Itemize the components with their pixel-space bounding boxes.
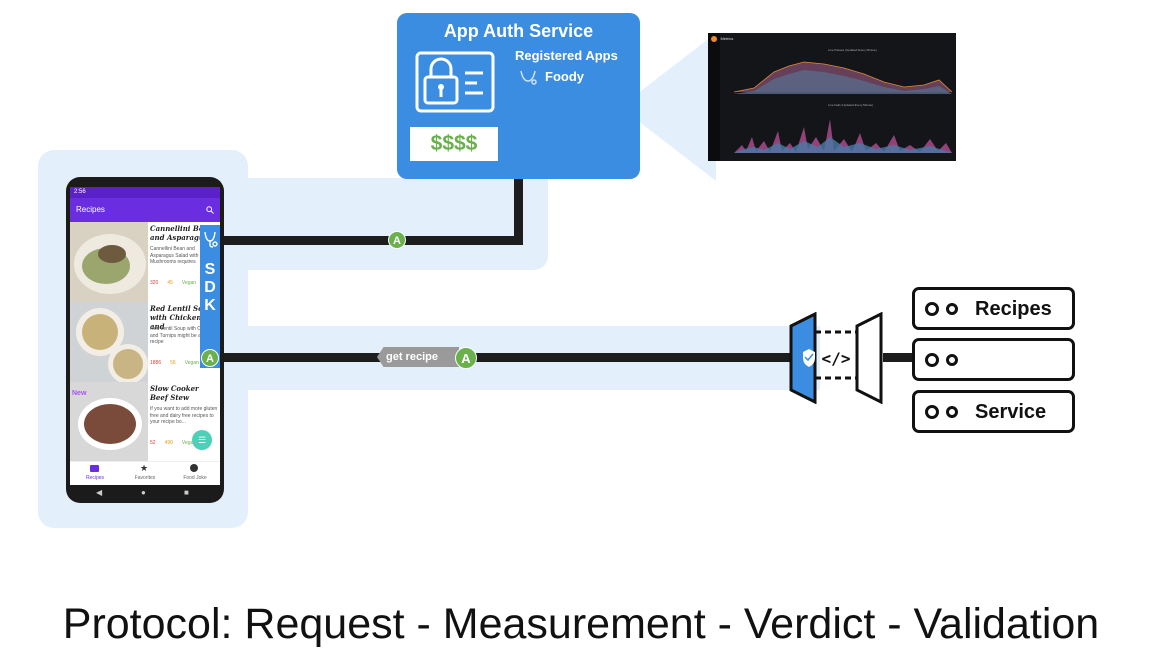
registered-app-item: Foody (545, 69, 584, 84)
price-label: $$$$ (410, 127, 498, 161)
recipe-description: Red Lentil Soup with Chicken and Turnips… (150, 326, 216, 345)
recipe-title: Slow Cooker Beef Stew (150, 384, 199, 402)
recipe-image (70, 222, 148, 302)
metrics-area-chart (734, 61, 952, 94)
home-icon[interactable]: ● (141, 488, 146, 497)
server-led-icon (946, 354, 958, 366)
metrics-title: Live Metrics (712, 36, 734, 41)
request-label: get recipe (377, 347, 459, 367)
metrics-spike-chart (734, 119, 952, 153)
auth-wire-horizontal (220, 236, 523, 245)
recipe-card[interactable]: Cannellini Bean and Asparagus Cannellini… (70, 222, 220, 303)
server-label: Service (975, 401, 1047, 423)
time-count: 56 (170, 360, 176, 366)
recipe-description: If you want to add more gluten free and … (150, 406, 218, 425)
diet-tag: Vegan (184, 360, 199, 366)
diet-tag: Vegan (181, 280, 197, 286)
auth-connector-zone (230, 178, 548, 270)
attestation-badge: A (455, 347, 477, 369)
joke-nav-icon[interactable] (190, 464, 198, 472)
recipe-description: Cannellini Bean and Asparagus Salad with… (150, 246, 199, 265)
metrics-sidebar (708, 33, 720, 161)
back-icon[interactable]: ◀ (96, 488, 103, 497)
fab-utensils-icon[interactable]: ☰ (192, 430, 212, 450)
grafana-logo-icon (711, 36, 717, 42)
sdk-label-text: SDK (204, 261, 216, 314)
sdk-label: SDK (200, 261, 220, 315)
phone-screen: 2:56 Recipes Cannellini Bean and Asparag… (70, 187, 220, 485)
likes-count: 1886 (150, 360, 162, 366)
server-led-icon (925, 405, 939, 419)
recipe-title: Cannellini Bean and Asparagus (150, 224, 213, 242)
new-badge: New (72, 390, 87, 397)
recipes-nav-icon[interactable] (90, 465, 99, 472)
likes-count: 320 (150, 280, 159, 286)
server-label: Recipes (975, 298, 1052, 320)
stethoscope-app-icon (520, 70, 537, 85)
credential-lock-icon (415, 51, 495, 113)
server-led-icon (946, 303, 958, 315)
recipe-title: Red Lentil Soup with Chicken and (150, 304, 213, 331)
diet-tag: Vegan (181, 440, 197, 446)
phone-device: 2:56 Recipes Cannellini Bean and Asparag… (66, 177, 224, 503)
svg-text:</>: </> (822, 349, 851, 368)
recipe-stats: 320 45 Vegan (150, 280, 218, 286)
protocol-caption: Protocol: Request - Measurement - Verdic… (62, 600, 1100, 648)
star-icon[interactable]: ★ (140, 463, 149, 473)
auth-service-card: App Auth Service Registered Apps Foody $… (397, 13, 640, 179)
nav-food-joke[interactable]: Food Joke (183, 475, 207, 481)
metrics-dashboard: Live Metrics Live Passes (Updated Every … (708, 33, 956, 161)
metrics-chart2-title: Live Fails (Updated Every Minute) (828, 103, 874, 107)
auth-wire-vertical (514, 178, 523, 245)
server-middle (912, 338, 1075, 381)
attestation-badge: A (388, 231, 406, 249)
recipe-stats: 1886 56 Vegan (150, 360, 218, 366)
search-icon[interactable] (206, 206, 214, 214)
server-led-icon (946, 406, 958, 418)
server-recipes: Recipes (912, 287, 1075, 330)
nav-favorites[interactable]: Favorites (134, 475, 156, 481)
recents-icon[interactable]: ■ (184, 488, 189, 497)
recipe-stats: 52 490 Vegan (150, 440, 218, 446)
server-service: Service (912, 390, 1075, 433)
api-gateway-icon: </> (789, 312, 883, 404)
recipe-image (70, 302, 148, 382)
time-count: 490 (164, 440, 173, 446)
auth-service-title: App Auth Service (443, 21, 594, 41)
system-nav-bar: ◀ ● ■ (66, 485, 224, 503)
nav-recipes[interactable]: Recipes (85, 475, 105, 481)
server-led-icon (925, 302, 939, 316)
metrics-chart1-title: Live Passes (Updated Every Minute) (828, 48, 877, 52)
recipe-image (70, 382, 148, 462)
registered-apps-title: Registered Apps (515, 48, 618, 63)
app-bar: Recipes (70, 198, 220, 222)
likes-count: 52 (150, 440, 156, 446)
time-count: 45 (167, 280, 173, 286)
sdk-strip: SDK (200, 225, 220, 368)
recipe-card[interactable]: New Slow Cooker Beef Stew If you want to… (70, 382, 220, 463)
server-led-icon (925, 353, 939, 367)
bottom-nav: ★ Recipes Favorites Food Joke (70, 461, 220, 485)
attestation-badge: A (201, 349, 219, 367)
stethoscope-icon (204, 231, 218, 248)
server-wire (883, 353, 913, 362)
status-bar: 2:56 (70, 187, 220, 198)
request-wire (220, 353, 795, 362)
recipe-card[interactable]: Red Lentil Soup with Chicken and Red Len… (70, 302, 220, 383)
app-bar-title: Recipes (76, 205, 105, 214)
status-time: 2:56 (74, 189, 86, 195)
